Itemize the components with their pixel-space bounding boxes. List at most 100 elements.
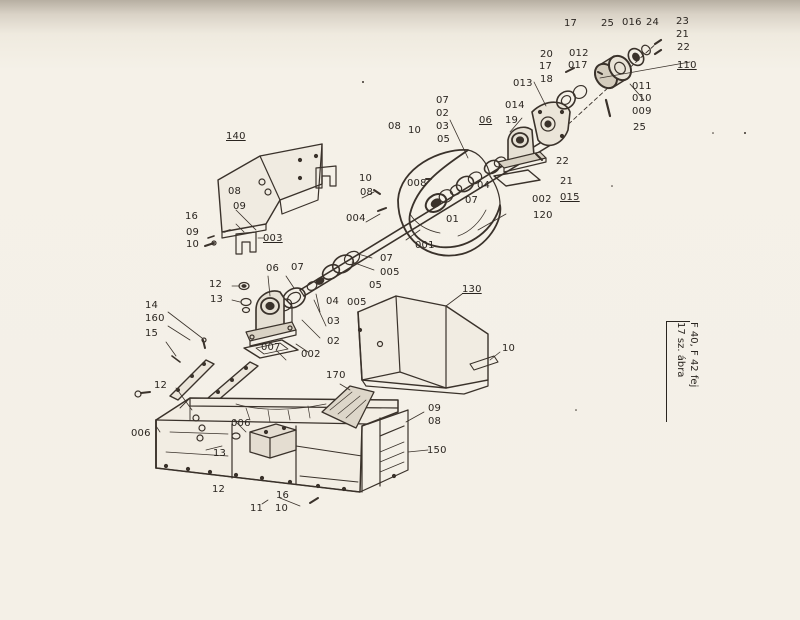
front-bearing-housing bbox=[245, 290, 297, 347]
part-label: 24 bbox=[646, 17, 660, 28]
part-label: 005 bbox=[380, 267, 400, 278]
part-label: 140 bbox=[226, 131, 246, 142]
u-clip-lower bbox=[235, 231, 257, 255]
part-label: 001 bbox=[415, 240, 435, 251]
part-label: 011 bbox=[632, 81, 652, 92]
part-label: 10 bbox=[275, 503, 289, 514]
part-label: 016 bbox=[622, 17, 642, 28]
part-label: 006 bbox=[131, 428, 151, 439]
part-label: 150 bbox=[427, 445, 447, 456]
caption-tick bbox=[666, 321, 690, 322]
part-label: 25 bbox=[633, 122, 647, 133]
coupling bbox=[555, 38, 663, 118]
part-label: 02 bbox=[436, 108, 450, 119]
part-label: 07 bbox=[465, 195, 479, 206]
part-label: 009 bbox=[632, 106, 652, 117]
part-label: 002 bbox=[532, 194, 552, 205]
part-label: 13 bbox=[213, 448, 227, 459]
chute-hood bbox=[357, 295, 499, 395]
caption-line-figure: 17 sz. ábra bbox=[675, 322, 686, 378]
part-label: 012 bbox=[569, 48, 589, 59]
part-label: 16 bbox=[185, 211, 199, 222]
part-label: 005 bbox=[347, 297, 367, 308]
part-label: 15 bbox=[145, 328, 159, 339]
part-label: 008 bbox=[407, 178, 427, 189]
part-label: 110 bbox=[677, 60, 697, 71]
drive-flange bbox=[531, 101, 571, 147]
part-label: 05 bbox=[437, 134, 451, 145]
part-label: 10 bbox=[502, 343, 516, 354]
part-label: 09 bbox=[428, 403, 442, 414]
part-label: 18 bbox=[540, 74, 554, 85]
caption-rule bbox=[666, 322, 667, 422]
part-label: 08 bbox=[428, 416, 442, 427]
part-label: 17 bbox=[539, 61, 553, 72]
part-label: 21 bbox=[560, 176, 574, 187]
part-label: 14 bbox=[145, 300, 159, 311]
part-label: 08 bbox=[228, 186, 242, 197]
washers bbox=[238, 281, 252, 314]
part-label: 22 bbox=[556, 156, 570, 167]
part-label: 003 bbox=[263, 233, 283, 244]
part-label: 120 bbox=[533, 210, 553, 221]
part-label: 10 bbox=[186, 239, 200, 250]
part-label: 07 bbox=[380, 253, 394, 264]
part-label: 17 bbox=[564, 18, 578, 29]
part-label: 08 bbox=[388, 121, 402, 132]
part-label: 16 bbox=[276, 490, 290, 501]
part-label: 06 bbox=[266, 263, 280, 274]
part-label: 130 bbox=[462, 284, 482, 295]
rear-bearing-base-plate bbox=[493, 169, 541, 187]
part-label: 20 bbox=[540, 49, 554, 60]
rotor-hub bbox=[424, 189, 454, 213]
part-label: 12 bbox=[154, 380, 168, 391]
part-label: 015 bbox=[560, 192, 580, 203]
rear-bearing-housing bbox=[497, 126, 547, 173]
part-label: 19 bbox=[505, 115, 519, 126]
part-label: 22 bbox=[677, 42, 691, 53]
shaft-rings-front bbox=[277, 250, 361, 312]
u-clip-upper bbox=[315, 165, 337, 189]
part-label: 13 bbox=[210, 294, 224, 305]
part-label: 04 bbox=[477, 180, 491, 191]
part-label: 12 bbox=[212, 484, 226, 495]
part-label: 23 bbox=[676, 16, 690, 27]
inner-hopper-screen bbox=[235, 385, 375, 429]
caption-line-model: F 40, F 42 fej bbox=[688, 322, 699, 388]
part-label: 06 bbox=[479, 115, 493, 126]
part-label: 006 bbox=[231, 418, 251, 429]
part-label: 12 bbox=[209, 279, 223, 290]
impeller-disc bbox=[397, 149, 502, 257]
part-label: 007 bbox=[261, 342, 281, 353]
frame-bearing-block bbox=[192, 414, 297, 459]
front-bearing-base-plate bbox=[243, 339, 299, 359]
rail-bar-left bbox=[169, 359, 215, 401]
part-label: 08 bbox=[360, 187, 374, 198]
part-label: 014 bbox=[505, 100, 525, 111]
leader-lines bbox=[155, 61, 691, 507]
part-label: 03 bbox=[327, 316, 341, 327]
part-label: 10 bbox=[359, 173, 373, 184]
part-label: 170 bbox=[326, 370, 346, 381]
part-label: 11 bbox=[250, 503, 264, 514]
part-label: 04 bbox=[326, 296, 340, 307]
part-label: 017 bbox=[568, 60, 588, 71]
part-label: 07 bbox=[436, 95, 450, 106]
part-label: 09 bbox=[186, 227, 200, 238]
part-label: 01 bbox=[446, 214, 460, 225]
figure-caption: F 40, F 42 fej 17 sz. ábra bbox=[674, 322, 700, 387]
part-label: 010 bbox=[632, 93, 652, 104]
part-label: 25 bbox=[601, 18, 615, 29]
part-label: 02 bbox=[327, 336, 341, 347]
part-label: 09 bbox=[233, 201, 247, 212]
scan-specks bbox=[362, 81, 746, 411]
part-label: 004 bbox=[346, 213, 366, 224]
part-label: 21 bbox=[676, 29, 690, 40]
part-label: 160 bbox=[145, 313, 165, 324]
small-bolts bbox=[134, 67, 575, 504]
rail-bar-right bbox=[207, 361, 259, 403]
part-label: 002 bbox=[301, 349, 321, 360]
part-label: 05 bbox=[369, 280, 383, 291]
part-label: 03 bbox=[436, 121, 450, 132]
